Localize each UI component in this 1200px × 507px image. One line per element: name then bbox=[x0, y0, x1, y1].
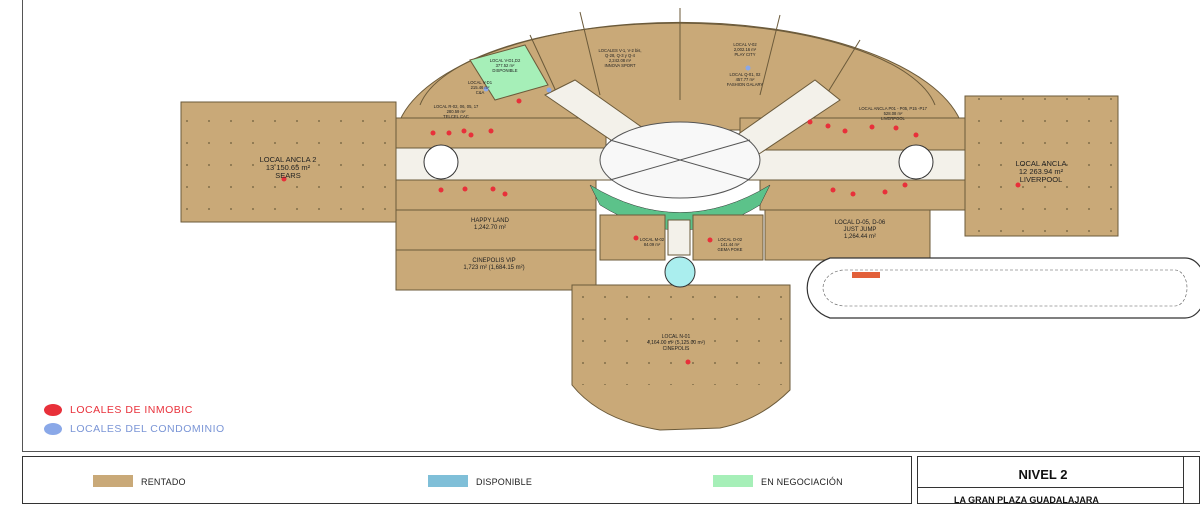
svg-text:377.52 m²: 377.52 m² bbox=[496, 63, 515, 68]
svg-text:280.59 m²: 280.59 m² bbox=[447, 109, 466, 114]
anchor-liverpool-label: LOCAL ANCLA 12 263.94 m² LIVERPOOL bbox=[1016, 159, 1067, 184]
title-vertical-divider bbox=[1183, 457, 1184, 503]
svg-text:HAPPY LAND: HAPPY LAND bbox=[471, 218, 510, 224]
svg-text:457.77 m²: 457.77 m² bbox=[736, 77, 755, 82]
svg-text:84.09 m²: 84.09 m² bbox=[644, 242, 661, 247]
svg-text:SEARS: SEARS bbox=[275, 171, 300, 180]
svg-text:4,164.00 m² (5,125.00 m²): 4,164.00 m² (5,125.00 m²) bbox=[647, 340, 705, 346]
anchor-cinepolis-vip-label: CINEPOLIS VIP 1,723 m² (1,684.15 m²) bbox=[463, 258, 524, 271]
svg-text:TELCEL CAC: TELCEL CAC bbox=[443, 114, 469, 119]
svg-text:1,242.70 m²: 1,242.70 m² bbox=[474, 225, 506, 231]
svg-text:LIVERPOOL: LIVERPOOL bbox=[881, 116, 905, 121]
anchor-happy-land[interactable] bbox=[395, 209, 597, 251]
svg-text:Q-28, Q-3 y Q-4: Q-28, Q-3 y Q-4 bbox=[605, 53, 636, 58]
negociacion-swatch bbox=[713, 475, 753, 487]
disponible-swatch bbox=[428, 475, 468, 487]
anchor-just-jump[interactable] bbox=[764, 209, 931, 261]
svg-text:LIVERPOOL: LIVERPOOL bbox=[1020, 175, 1063, 184]
svg-text:LOCAL ANCLA 2: LOCAL ANCLA 2 bbox=[260, 155, 317, 164]
svg-text:PLAY CITY: PLAY CITY bbox=[734, 52, 755, 57]
unit-labels: LOCALES V-1, V-2 bis, Q-28, Q-3 y Q-4 2,… bbox=[434, 42, 928, 252]
svg-text:13 150.65 m²: 13 150.65 m² bbox=[266, 163, 311, 172]
svg-text:LOCAL N-01: LOCAL N-01 bbox=[662, 334, 691, 340]
svg-text:1,723 m² (1,684.15 m²): 1,723 m² (1,684.15 m²) bbox=[463, 265, 524, 271]
title-block: NIVEL 2 LA GRAN PLAZA GUADALAJARA bbox=[917, 456, 1200, 505]
legend-condominio-label: LOCALES DEL CONDOMINIO bbox=[70, 423, 225, 435]
legend-inmobic-label: LOCALES DE INMOBIC bbox=[70, 404, 193, 416]
legend-inmobic: LOCALES DE INMOBIC bbox=[44, 404, 193, 416]
rentado-swatch bbox=[93, 475, 133, 487]
svg-text:INNOVA SPORT: INNOVA SPORT bbox=[604, 63, 635, 68]
svg-text:2,002.16 m²: 2,002.16 m² bbox=[734, 47, 757, 52]
inmobic-markers bbox=[281, 98, 1021, 365]
svg-text:LOCAL V-D1: LOCAL V-D1 bbox=[468, 80, 493, 85]
svg-text:LOCALES V-1, V-2 bis,: LOCALES V-1, V-2 bis, bbox=[598, 48, 641, 53]
blue-dot-icon bbox=[44, 423, 62, 435]
svg-text:LOCAL ANCLA P01 - P05, P15 -P1: LOCAL ANCLA P01 - P05, P15 -P17 bbox=[859, 106, 927, 111]
anchor-cinepolis-vip[interactable] bbox=[395, 249, 597, 291]
svg-text:LOCAL V-D1,D2: LOCAL V-D1,D2 bbox=[490, 58, 521, 63]
level-title: NIVEL 2 bbox=[1018, 467, 1068, 482]
red-dot-icon bbox=[44, 404, 62, 416]
title-divider bbox=[918, 487, 1183, 488]
condominio-markers bbox=[483, 65, 751, 93]
anchor-just-jump-label: LOCAL D-05, D-06 JUST JUMP 1,264.44 m² bbox=[835, 220, 886, 240]
plaza-name: LA GRAN PLAZA GUADALAJARA bbox=[954, 495, 1099, 505]
svg-text:CINEPOLIS VIP: CINEPOLIS VIP bbox=[472, 258, 515, 264]
anchor-sears-label: LOCAL ANCLA 2 13 150.65 m² SEARS bbox=[260, 155, 317, 180]
svg-text:LOCAL O-02: LOCAL O-02 bbox=[718, 237, 743, 242]
rentado-label: RENTADO bbox=[141, 477, 186, 487]
status-legend: RENTADO DISPONIBLE EN NEGOCIACIÓN bbox=[22, 456, 912, 504]
disponible-label: DISPONIBLE bbox=[476, 477, 533, 487]
anchor-local-n01-label: LOCAL N-01 4,164.00 m² (5,125.00 m²) CIN… bbox=[647, 334, 705, 352]
svg-text:528.08 m²: 528.08 m² bbox=[884, 111, 903, 116]
map-frame bbox=[22, 0, 1200, 452]
svg-text:215.46 m²: 215.46 m² bbox=[471, 85, 490, 90]
svg-text:JUST JUMP: JUST JUMP bbox=[844, 227, 877, 233]
svg-text:CINEPOLIS: CINEPOLIS bbox=[663, 346, 690, 352]
svg-text:C&A: C&A bbox=[476, 90, 485, 95]
svg-text:FASHION GALARY: FASHION GALARY bbox=[727, 82, 764, 87]
svg-text:1,264.44 m²: 1,264.44 m² bbox=[844, 234, 876, 240]
floor-plan: LOCAL ANCLA 2 13 150.65 m² SEARS LOCAL A… bbox=[180, 8, 1200, 431]
svg-text:12 263.94 m²: 12 263.94 m² bbox=[1019, 167, 1064, 176]
svg-text:GEMA POKE: GEMA POKE bbox=[718, 247, 743, 252]
svg-text:LOCAL D-05, D-06: LOCAL D-05, D-06 bbox=[835, 220, 886, 226]
svg-text:2,242.08 m²: 2,242.08 m² bbox=[609, 58, 632, 63]
anchor-happy-land-label: HAPPY LAND 1,242.70 m² bbox=[471, 218, 510, 231]
svg-text:LOCAL Q-01, 02: LOCAL Q-01, 02 bbox=[729, 72, 761, 77]
svg-text:LOCAL M-02: LOCAL M-02 bbox=[640, 237, 665, 242]
svg-text:DISPONIBLE: DISPONIBLE bbox=[492, 68, 517, 73]
negociacion-label: EN NEGOCIACIÓN bbox=[761, 477, 843, 487]
svg-text:LOCAL R-02, 06, 05, 17: LOCAL R-02, 06, 05, 17 bbox=[434, 104, 479, 109]
svg-text:LOCAL ANCLA: LOCAL ANCLA bbox=[1016, 159, 1067, 168]
svg-text:141.44 m²: 141.44 m² bbox=[721, 242, 740, 247]
parking-garage bbox=[806, 257, 1200, 319]
legend-condominio: LOCALES DEL CONDOMINIO bbox=[44, 423, 225, 435]
svg-text:LOCAL V-02: LOCAL V-02 bbox=[733, 42, 757, 47]
